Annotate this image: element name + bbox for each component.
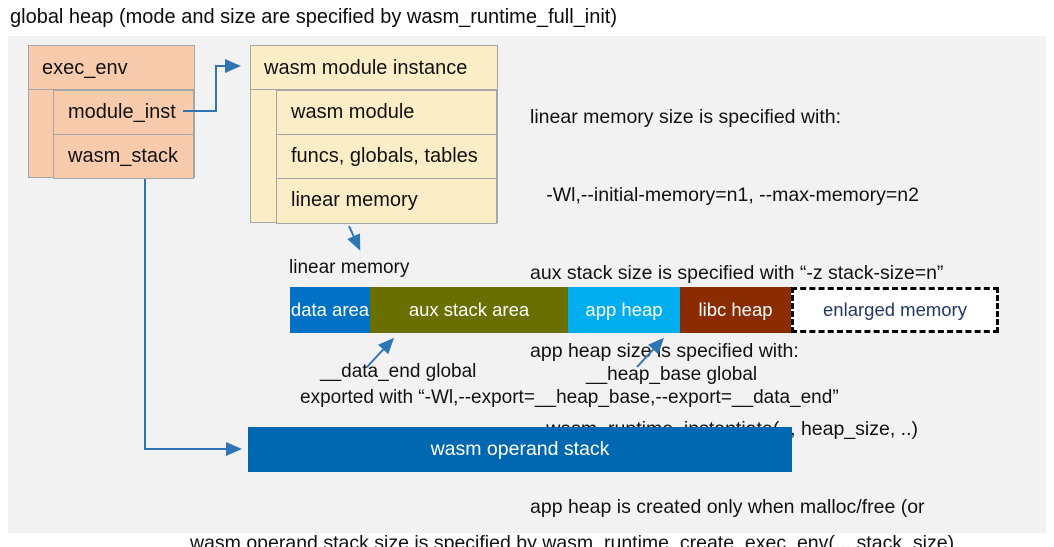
note-line: app heap size is specified with:	[530, 340, 799, 362]
exec-env-header: exec_env	[29, 46, 194, 90]
segment-enlarged-memory: enlarged memory	[791, 287, 999, 333]
module-instance-row-funcs-globals-tables: funcs, globals, tables	[276, 134, 497, 179]
page-title: global heap (mode and size are specified…	[10, 6, 617, 28]
module-instance-row-linear-memory: linear memory	[276, 178, 497, 224]
note-line: app heap is created only when malloc/fre…	[530, 496, 925, 518]
segment-aux-stack-area: aux stack area	[370, 287, 568, 333]
wasm-module-instance-header: wasm module instance	[251, 46, 497, 90]
heap-base-global-label: __heap_base global	[586, 364, 758, 385]
wasm-operand-stack-label: wasm operand stack	[430, 438, 610, 460]
linear-memory-bar: data area aux stack area app heap libc h…	[290, 287, 999, 333]
operand-stack-notes: wasm operand stack size is specified by …	[190, 481, 954, 547]
exec-env-box: exec_env module_inst wasm_stack	[28, 45, 195, 179]
segment-app-heap: app heap	[568, 287, 680, 333]
note-line: linear memory size is specified with:	[530, 106, 842, 128]
footer-line: wasm operand stack size is specified by …	[190, 532, 955, 547]
segment-libc-heap: libc heap	[680, 287, 791, 333]
linear-memory-label: linear memory	[289, 257, 410, 278]
note-line: aux stack size is specified with “-z sta…	[530, 262, 944, 284]
exec-env-row-module-inst: module_inst	[53, 90, 194, 135]
note-line: -Wl,--initial-memory=n1, --max-memory=n2	[530, 184, 919, 206]
exec-env-row-wasm-stack: wasm_stack	[53, 134, 194, 179]
exported-with-label: exported with “-Wl,--export=__heap_base,…	[300, 387, 839, 408]
segment-data-area: data area	[290, 287, 370, 333]
wasm-module-instance-box: wasm module instance wasm module funcs, …	[250, 45, 498, 224]
module-instance-row-wasm-module: wasm module	[276, 90, 497, 135]
data-end-global-label: __data_end global	[320, 361, 477, 382]
wasm-operand-stack-bar: wasm operand stack	[248, 427, 792, 472]
